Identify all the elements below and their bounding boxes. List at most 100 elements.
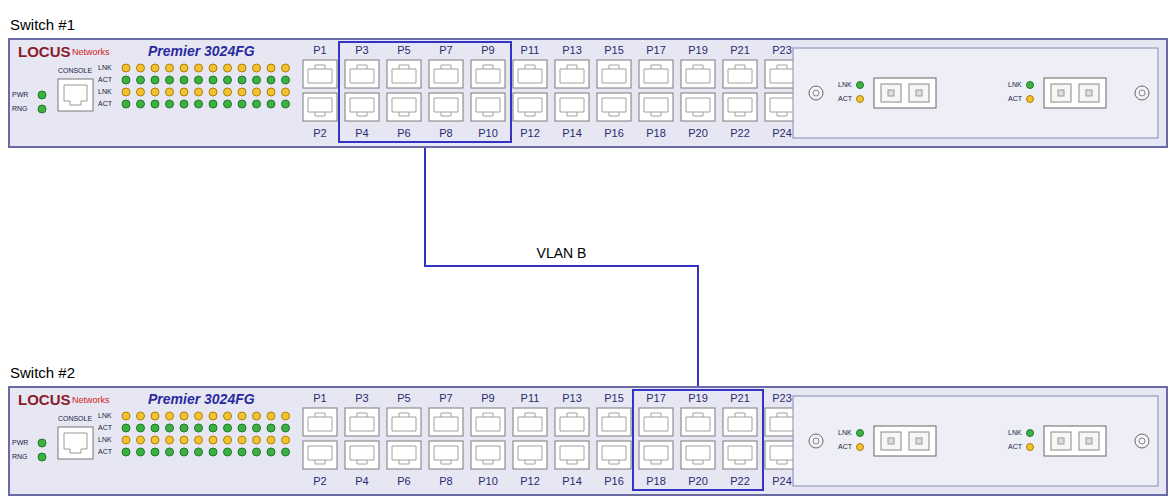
port-led (137, 424, 145, 432)
sc-connector (874, 426, 936, 456)
sc-socket (909, 432, 929, 450)
port-socket (350, 413, 374, 431)
port-label: P20 (688, 475, 708, 487)
ethernet-port (639, 408, 673, 436)
port-led (180, 100, 188, 108)
fiber-ferrule (1086, 438, 1092, 444)
port-led (166, 436, 174, 444)
mounting-screw (1139, 90, 1145, 96)
port-led (166, 424, 174, 432)
ethernet-port (345, 93, 379, 121)
port-led (209, 100, 217, 108)
fiber-led-label: ACT (838, 95, 852, 103)
port-led (166, 448, 174, 456)
port-led (253, 448, 261, 456)
fiber-led-label: LNK (1008, 81, 1022, 89)
port-socket (518, 65, 542, 83)
port-socket (602, 65, 626, 83)
ethernet-port (429, 60, 463, 88)
port-label: P7 (439, 392, 452, 404)
port-label: P6 (397, 475, 410, 487)
port-led (137, 88, 145, 96)
port-led (122, 424, 130, 432)
ethernet-port (513, 441, 547, 469)
fiber-led-label: ACT (838, 443, 852, 451)
port-socket (686, 413, 710, 431)
port-led (195, 436, 203, 444)
port-label: P6 (397, 127, 410, 139)
ethernet-port (387, 60, 421, 88)
port-led (224, 412, 232, 420)
port-led (195, 64, 203, 72)
sc-socket (1051, 432, 1071, 450)
port-led (122, 64, 130, 72)
port-socket (476, 413, 500, 431)
port-socket (308, 65, 332, 83)
port-socket (392, 446, 416, 464)
mounting-screw (1135, 86, 1149, 100)
port-socket (434, 98, 458, 116)
fiber-led (1027, 96, 1034, 103)
sc-socket (1079, 432, 1099, 450)
brand-logo: LOCUS (18, 44, 71, 61)
ethernet-port (429, 93, 463, 121)
ethernet-port (387, 408, 421, 436)
port-label: P21 (730, 44, 750, 56)
port-socket (434, 413, 458, 431)
port-led (166, 100, 174, 108)
port-label: P19 (688, 44, 708, 56)
port-label: P13 (562, 392, 582, 404)
led-label: PWR (12, 439, 28, 447)
port-led (282, 88, 290, 96)
port-socket (308, 413, 332, 431)
port-label: P17 (646, 44, 666, 56)
port-led (253, 436, 261, 444)
ethernet-port (723, 93, 757, 121)
port-label: P23 (772, 44, 792, 56)
brand-subtitle: Networks (72, 396, 110, 406)
port-label: P16 (604, 127, 624, 139)
port-led (282, 448, 290, 456)
fiber-led (857, 82, 864, 89)
port-socket (770, 98, 794, 116)
port-socket (560, 98, 584, 116)
port-led (137, 448, 145, 456)
port-led (238, 436, 246, 444)
port-label: P2 (313, 127, 326, 139)
port-socket (728, 446, 752, 464)
mounting-screw (809, 86, 823, 100)
ethernet-port (513, 408, 547, 436)
port-led (180, 424, 188, 432)
port-led (137, 412, 145, 420)
port-label: P11 (521, 44, 540, 56)
port-socket (392, 98, 416, 116)
status-led (38, 453, 46, 461)
mounting-screw (813, 90, 819, 96)
ethernet-port (597, 93, 631, 121)
led-row-label: ACT (98, 424, 112, 432)
port-led (267, 412, 275, 420)
port-led (137, 436, 145, 444)
fiber-led (1027, 82, 1034, 89)
port-led (282, 64, 290, 72)
status-led (38, 439, 46, 447)
port-label: P8 (439, 127, 452, 139)
fiber-led (857, 96, 864, 103)
port-led (166, 412, 174, 420)
ethernet-port (471, 441, 505, 469)
ethernet-port (345, 408, 379, 436)
port-socket (350, 98, 374, 116)
ethernet-port (555, 441, 589, 469)
port-socket (602, 413, 626, 431)
port-led (166, 64, 174, 72)
port-label: P4 (355, 127, 368, 139)
brand-logo: LOCUS (18, 392, 71, 409)
fiber-led-label: ACT (1008, 95, 1022, 103)
fiber-led-label: ACT (1008, 443, 1022, 451)
port-socket (350, 65, 374, 83)
mounting-screw (1139, 438, 1145, 444)
port-led (238, 412, 246, 420)
ethernet-port (303, 93, 337, 121)
port-led (282, 412, 290, 420)
port-socket (518, 413, 542, 431)
